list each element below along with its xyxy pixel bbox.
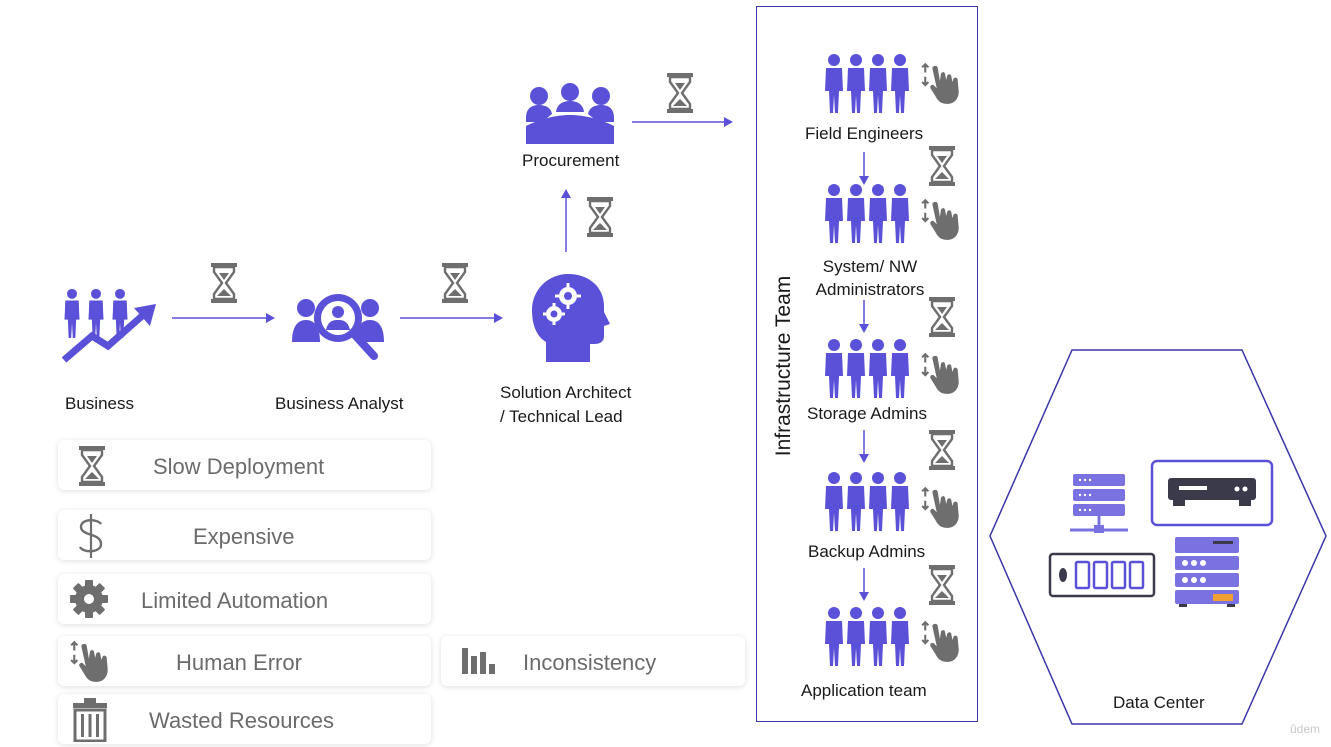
- hand-pointer-icon: [69, 641, 109, 684]
- problem-card-human-error: Human Error: [58, 636, 431, 686]
- storage-admins-group-icon: [825, 339, 909, 398]
- arrow-team-1-to-2: [859, 152, 869, 185]
- problem-label: Human Error: [176, 650, 302, 675]
- watermark-logo: ûdem: [1290, 722, 1321, 736]
- hourglass-icon: [928, 297, 956, 337]
- problem-label: Limited Automation: [141, 588, 329, 613]
- infrastructure-team-title: Infrastructure Team: [772, 275, 795, 457]
- team-label-field-engineers: Field Engineers: [805, 124, 924, 143]
- network-appliance-icon: [1150, 459, 1274, 527]
- storage-device-icon: [1048, 552, 1156, 598]
- hand-pointer-icon: [921, 63, 960, 105]
- hourglass-icon: [928, 430, 956, 470]
- problem-label: Expensive: [193, 524, 295, 549]
- hourglass-icon: [666, 73, 694, 113]
- procurement-meeting-icon: [526, 83, 614, 144]
- gear-icon: [70, 580, 108, 618]
- hourglass-icon: [78, 446, 106, 486]
- server-rack-icon: [1070, 474, 1128, 533]
- solution-architect-icon: [532, 274, 610, 362]
- problem-card-expensive: Expensive: [58, 510, 431, 560]
- team-label-system-admins: System/ NW Administrators: [815, 257, 925, 299]
- team-label-storage-admins: Storage Admins: [807, 404, 928, 423]
- problem-label: Wasted Resources: [149, 708, 335, 733]
- hourglass-icon: [586, 197, 614, 237]
- arrow-analyst-to-architect: [400, 313, 503, 323]
- business-label: Business: [65, 394, 134, 413]
- solution-architect-label: Solution Architect / Technical Lead: [500, 383, 632, 426]
- hand-pointer-icon: [921, 199, 960, 241]
- backup-admins-group-icon: [825, 472, 909, 531]
- field-engineers-group-icon: [825, 54, 909, 113]
- hourglass-icon: [210, 263, 238, 303]
- arrow-business-to-analyst: [172, 313, 275, 323]
- team-label-application-team: Application team: [801, 681, 927, 700]
- problem-label: Inconsistency: [523, 650, 657, 675]
- hourglass-icon: [928, 565, 956, 605]
- bar-chart-icon: [462, 648, 495, 674]
- hand-pointer-icon: [921, 621, 960, 663]
- system-admins-group-icon: [825, 184, 909, 243]
- problem-card-limited-automation: Limited Automation: [58, 574, 431, 624]
- problem-label: Slow Deployment: [153, 454, 325, 479]
- arrow-team-4-to-5: [859, 568, 869, 601]
- arrow-team-3-to-4: [859, 430, 869, 463]
- procurement-label: Procurement: [522, 151, 620, 170]
- business-growth-icon: [61, 288, 156, 363]
- business-analyst-label: Business Analyst: [275, 394, 404, 413]
- team-label-backup-admins: Backup Admins: [808, 542, 926, 561]
- problem-card-slow-deployment: Slow Deployment: [58, 440, 431, 490]
- application-team-group-icon: [825, 607, 909, 666]
- problem-card-inconsistency: Inconsistency: [441, 636, 745, 686]
- hourglass-icon: [928, 146, 956, 186]
- hand-pointer-icon: [921, 487, 960, 529]
- arrow-architect-to-procurement: [561, 189, 571, 252]
- arrow-procurement-to-infra: [632, 117, 733, 127]
- arrow-team-2-to-3: [859, 300, 869, 333]
- business-analyst-icon: [292, 294, 384, 360]
- data-center-label: Data Center: [1113, 693, 1205, 712]
- server-tower-icon: [1175, 537, 1239, 607]
- problem-card-wasted-resources: Wasted Resources: [58, 694, 431, 744]
- infrastructure-team-box: [756, 6, 978, 722]
- data-center-hexagon: [989, 349, 1327, 725]
- hourglass-icon: [441, 263, 469, 303]
- dollar-icon: [78, 514, 103, 558]
- hand-pointer-icon: [921, 353, 960, 395]
- trash-icon: [73, 698, 107, 742]
